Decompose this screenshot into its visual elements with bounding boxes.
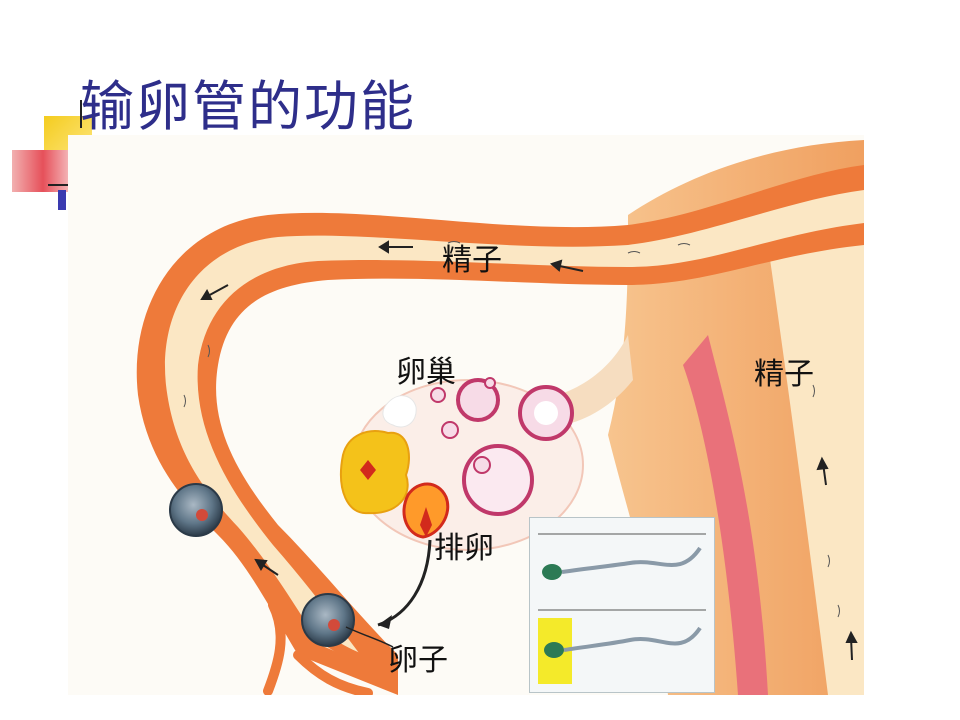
ovarian-ligament bbox=[558, 335, 633, 425]
slide-title: 输卵管的功能 bbox=[80, 75, 416, 138]
label-sperm-in-uterus: 精子 bbox=[754, 357, 814, 392]
diagram-illustration bbox=[68, 135, 864, 695]
egg-nucleus bbox=[328, 619, 340, 631]
follicle bbox=[473, 456, 491, 474]
uterus-cavity bbox=[768, 235, 864, 695]
follicle bbox=[456, 378, 500, 422]
follicle bbox=[462, 444, 534, 516]
uterus-lining bbox=[683, 335, 768, 695]
sperm-structure-inset bbox=[529, 517, 715, 693]
ovulation-burst bbox=[420, 507, 432, 537]
follicle bbox=[534, 401, 558, 425]
sperm-direction-arrows bbox=[200, 240, 858, 661]
fallopian-tube-diagram: 精子 卵巢 精子 排卵 卵子 bbox=[68, 135, 864, 695]
ovulation-arrowhead bbox=[378, 615, 392, 629]
corpus-luteum bbox=[339, 430, 410, 515]
follicle bbox=[430, 387, 446, 403]
slide-decoration-line bbox=[48, 184, 78, 186]
label-egg: 卵子 bbox=[388, 643, 448, 678]
label-ovulation: 排卵 bbox=[434, 531, 494, 566]
label-sperm-in-tube: 精子 bbox=[442, 243, 502, 278]
egg-pointer-line bbox=[345, 626, 394, 648]
corpus-luteum-core bbox=[360, 460, 376, 480]
follicle bbox=[484, 377, 496, 389]
egg-fertilized bbox=[169, 483, 223, 537]
egg-nucleus bbox=[196, 509, 208, 521]
sperm-cells bbox=[183, 241, 840, 618]
slide-decoration-line bbox=[80, 100, 82, 128]
corpus-albicans bbox=[382, 395, 417, 428]
follicle bbox=[441, 421, 459, 439]
label-ovary: 卵巢 bbox=[396, 355, 456, 390]
sperm-structure-illustration bbox=[530, 518, 714, 692]
slide-decoration-blue bbox=[58, 190, 66, 210]
egg-ovulated bbox=[301, 593, 355, 647]
